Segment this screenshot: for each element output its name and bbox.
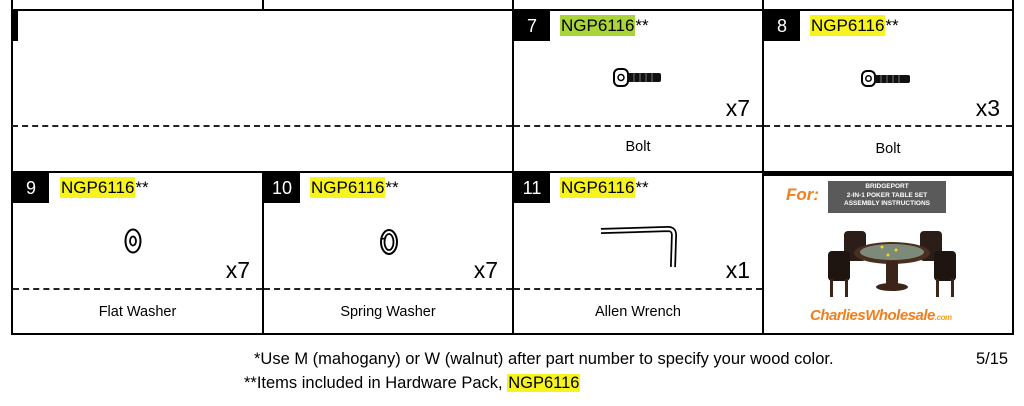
part-cell-11: 11 NGP6116** x1 Allen Wrench xyxy=(514,173,762,333)
allen-wrench-icon xyxy=(600,226,677,268)
dashed-divider xyxy=(514,125,762,127)
part-code: NGP6116** xyxy=(560,177,649,198)
footer-note-text: **Items included in Hardware Pack, xyxy=(244,374,508,392)
part-number: 8 xyxy=(764,11,800,41)
grid-line xyxy=(11,0,13,335)
product-advert: For: BRIDGEPORT 2-IN-1 POKER TABLE SET A… xyxy=(764,173,1012,333)
brand-logo: CharliesWholesale.com xyxy=(810,307,952,324)
part-cell-7: 7 NGP6116** x7 Bolt xyxy=(514,11,762,171)
brand-name: CharliesWholesale xyxy=(810,307,935,324)
spring-washer-icon xyxy=(380,229,398,255)
page-number: 5/15 xyxy=(976,350,1009,368)
part-code-highlight: NGP6116 xyxy=(60,177,136,198)
part-code-suffix: ** xyxy=(385,178,399,197)
part-name: Spring Washer xyxy=(340,304,436,320)
part-quantity: x7 xyxy=(473,257,498,283)
dashed-divider xyxy=(13,288,262,290)
footer-note-code: NGP6116 xyxy=(507,374,581,392)
dashed-divider xyxy=(764,125,1012,127)
part-cell-10: 10 NGP6116** x7 Spring Washer xyxy=(264,173,512,333)
flat-washer-icon xyxy=(124,228,142,254)
part-cell-9: 9 NGP6116** x7 Flat Washer xyxy=(13,173,262,333)
part-cell-8: 8 NGP6116** x3 Bolt xyxy=(764,11,1012,171)
part-code-suffix: ** xyxy=(135,178,149,197)
part-name: Bolt xyxy=(625,139,651,155)
part-name: Allen Wrench xyxy=(595,304,681,320)
part-code-suffix: ** xyxy=(885,16,899,35)
part-number: 9 xyxy=(13,173,49,203)
grid-line xyxy=(13,11,18,41)
ad-banner: BRIDGEPORT 2-IN-1 POKER TABLE SET ASSEMB… xyxy=(828,181,946,213)
part-number: 11 xyxy=(514,173,550,203)
brand-suffix: .com xyxy=(934,313,952,322)
footer-note-wood-color: *Use M (mahogany) or W (walnut) after pa… xyxy=(254,350,834,368)
ad-banner-line: 2-IN-1 POKER TABLE SET xyxy=(846,191,928,199)
ad-banner-line: ASSEMBLY INSTRUCTIONS xyxy=(844,200,930,207)
grid-line xyxy=(1012,0,1014,335)
bolt-icon xyxy=(613,68,661,87)
part-code: NGP6116** xyxy=(810,15,899,36)
grid-line xyxy=(512,0,514,335)
part-code-highlight: NGP6116 xyxy=(810,15,886,36)
ad-top-rule xyxy=(764,173,1012,176)
part-name: Flat Washer xyxy=(98,304,177,320)
part-code-highlight: NGP6116 xyxy=(560,177,636,198)
dashed-divider xyxy=(514,288,762,290)
part-code: NGP6116** xyxy=(60,177,149,198)
part-code: NGP6116** xyxy=(560,15,649,36)
part-quantity: x7 xyxy=(225,257,250,283)
part-number: 7 xyxy=(514,11,550,41)
part-code-suffix: ** xyxy=(635,178,649,197)
part-number: 10 xyxy=(264,173,300,203)
part-code: NGP6116** xyxy=(310,177,399,198)
grid-line xyxy=(262,171,264,335)
dashed-divider xyxy=(12,125,512,127)
part-name: Bolt xyxy=(875,141,901,157)
part-quantity: x3 xyxy=(975,95,1000,121)
part-quantity: x7 xyxy=(725,95,750,121)
grid-line xyxy=(262,0,264,11)
dashed-divider xyxy=(264,288,512,290)
part-code-highlight: NGP6116 xyxy=(310,177,386,198)
part-code-suffix: ** xyxy=(635,16,649,35)
ad-banner-line: BRIDGEPORT xyxy=(865,183,909,190)
poker-table-set-photo xyxy=(828,231,956,297)
part-quantity: x1 xyxy=(725,257,750,283)
grid-line xyxy=(762,0,764,335)
part-code-highlight: NGP6116 xyxy=(560,15,636,36)
bolt-icon xyxy=(861,70,910,87)
footer-note-hardware-pack: **Items included in Hardware Pack, NGP61… xyxy=(244,374,581,393)
ad-for-label: For: xyxy=(786,185,820,204)
